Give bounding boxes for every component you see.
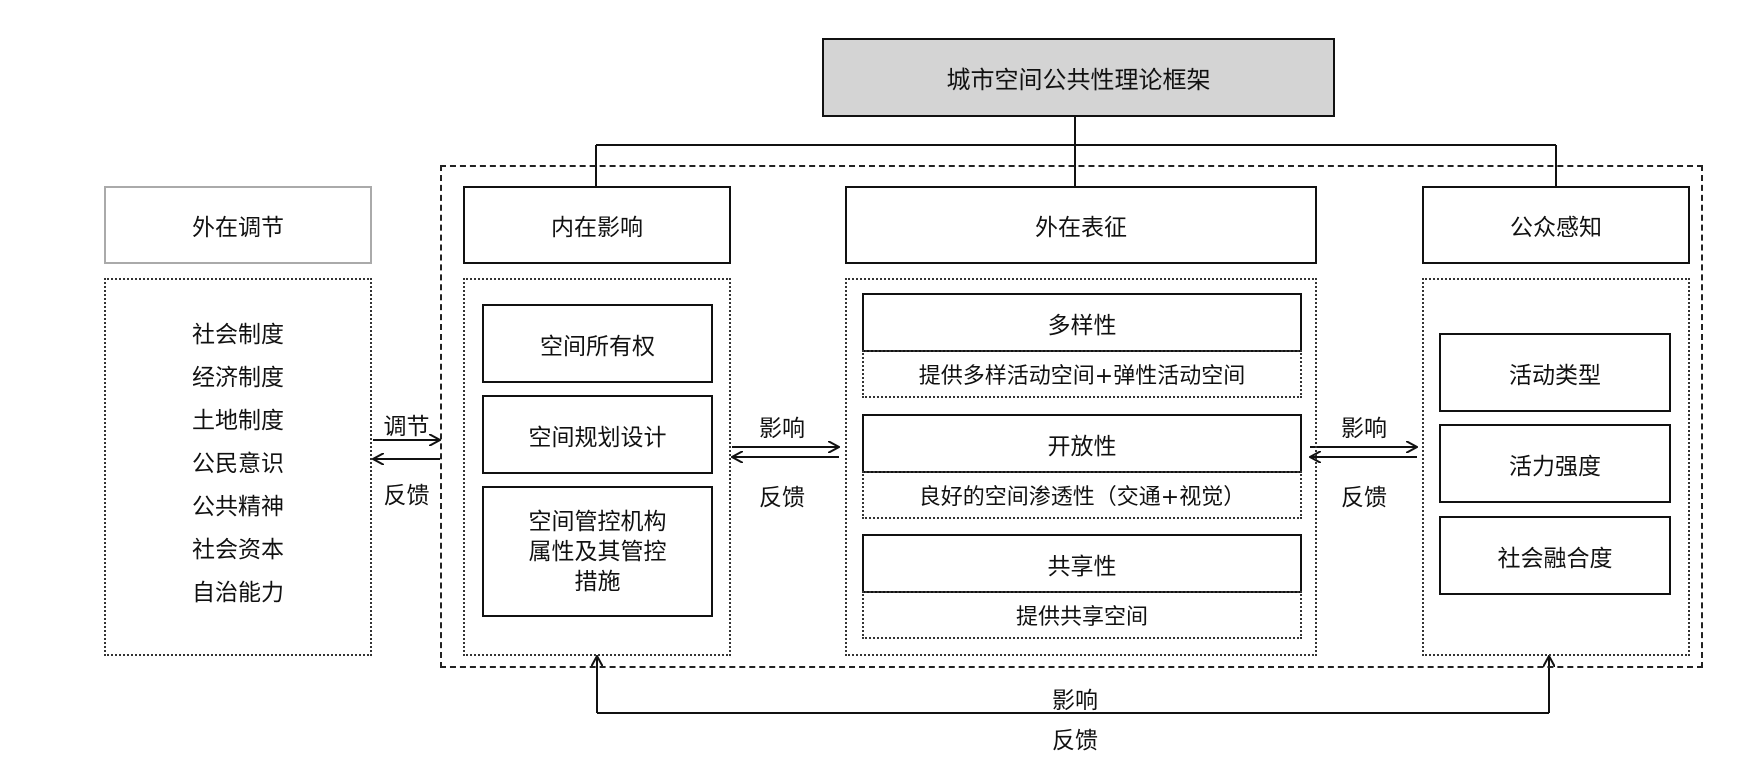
perception-item: 社会融合度	[1439, 516, 1671, 595]
feedback-label-2: 反馈	[1341, 485, 1387, 511]
external-item: 土地制度	[192, 408, 284, 434]
framework-title: 城市空间公共性理论框架	[822, 38, 1335, 117]
perception-item: 活动类型	[1439, 333, 1671, 412]
external-panel	[104, 278, 372, 656]
bottom-influence-label: 影响	[1052, 688, 1098, 714]
external-item: 公民意识	[192, 451, 284, 477]
perception-item: 活力强度	[1439, 424, 1671, 503]
regulate-label: 调节	[383, 414, 430, 440]
internal-item: 空间所有权	[482, 304, 713, 383]
bottom-feedback-label: 反馈	[1052, 728, 1098, 754]
perception-panel	[1422, 278, 1690, 656]
external-list: 社会制度 经济制度 土地制度 公民意识 公共精神 社会资本 自治能力	[104, 314, 372, 615]
appearance-header: 外在表征	[845, 186, 1317, 264]
diversity-box: 多样性	[862, 293, 1302, 352]
bottom-loop	[597, 656, 1549, 714]
framework-frame	[440, 165, 1703, 668]
external-item: 公共精神	[192, 494, 284, 520]
internal-panel	[463, 278, 731, 656]
external-item: 自治能力	[192, 580, 284, 606]
internal-item: 空间管控机构 属性及其管控 措施	[482, 486, 713, 617]
internal-header: 内在影响	[463, 186, 731, 264]
internal-item: 空间规划设计	[482, 395, 713, 474]
sharing-desc: 提供共享空间	[862, 591, 1302, 639]
appearance-panel	[845, 278, 1317, 656]
influence-label-1: 影响	[759, 416, 805, 442]
openness-desc: 良好的空间渗透性（交通+视觉）	[862, 471, 1302, 519]
feedback-label-1: 反馈	[759, 485, 805, 511]
influence-label-2: 影响	[1341, 416, 1387, 442]
openness-box: 开放性	[862, 414, 1302, 473]
external-header: 外在调节	[104, 186, 372, 264]
regulate-feedback-label: 反馈	[383, 483, 430, 509]
sharing-box: 共享性	[862, 534, 1302, 593]
perception-header: 公众感知	[1422, 186, 1690, 264]
diversity-desc: 提供多样活动空间+弹性活动空间	[862, 350, 1302, 398]
external-item: 社会资本	[192, 537, 284, 563]
external-item: 社会制度	[192, 322, 284, 348]
external-item: 经济制度	[192, 365, 284, 391]
